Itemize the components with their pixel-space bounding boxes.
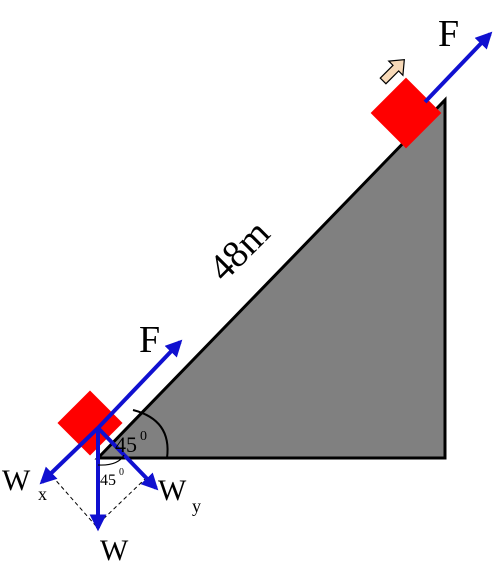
length-label: 48m	[201, 212, 278, 289]
wx-subscript: x	[38, 484, 47, 504]
wx-label: W	[2, 464, 31, 497]
incline-angle-label: 45	[115, 432, 137, 457]
bottom-force-label: F	[139, 319, 160, 361]
bottom-force-arrow	[96, 339, 183, 430]
weight-angle-degree: 0	[119, 467, 124, 478]
incline-angle-arc	[132, 409, 169, 459]
wy-subscript: y	[192, 496, 201, 516]
wy-arrow	[96, 426, 159, 491]
weight-angle-arc	[97, 454, 125, 466]
weight-label: W	[100, 534, 129, 567]
top-force-label: F	[438, 13, 459, 55]
top-force-arrow	[423, 31, 493, 104]
wx-arrow	[39, 426, 100, 485]
weight-angle-label: 45	[100, 472, 116, 489]
incline-plane	[94, 96, 447, 460]
wy-label: W	[158, 474, 187, 507]
arrow-up-right-icon	[379, 59, 405, 85]
incline-angle-degree: 0	[140, 429, 147, 444]
